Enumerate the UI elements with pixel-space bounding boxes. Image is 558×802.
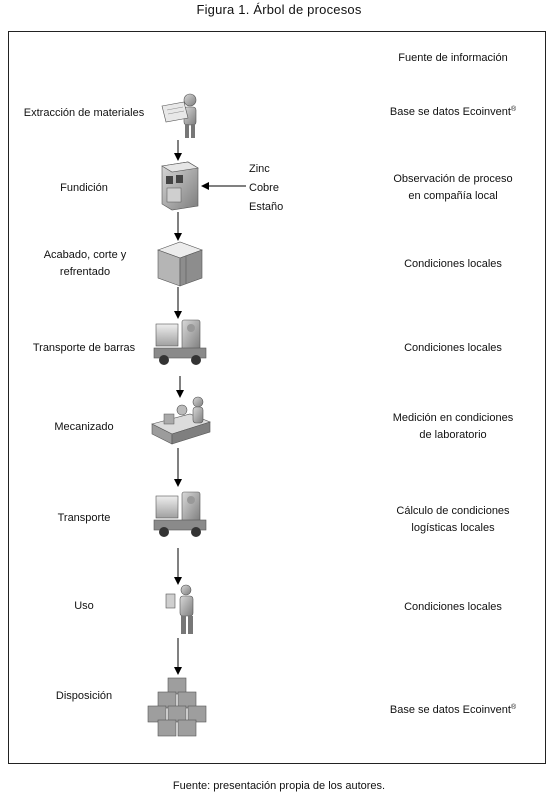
- process-label-extraccion: Extracción de materiales: [23, 107, 145, 119]
- source-label-transporte: Cálculo de condiciones logísticas locale…: [396, 505, 510, 534]
- source-label-transporte-barras: Condiciones locales: [404, 342, 502, 354]
- diagram-frame: [8, 31, 546, 764]
- source-label-fundicion: Observación de proceso en compañía local: [393, 173, 513, 202]
- process-label-acabado: Acabado, corte y refrentado: [43, 249, 127, 278]
- forklift-icon: [153, 491, 207, 537]
- user-holding-part-icon: [165, 584, 194, 634]
- source-label-extraccion: Base se datos Ecoinvent®: [389, 106, 517, 118]
- finished-box-icon: [157, 241, 203, 287]
- figure-footer: Fuente: presentación propia de los autor…: [172, 780, 386, 792]
- flow-arrows: [174, 140, 246, 675]
- input-estano: Estaño: [249, 201, 284, 213]
- fundicion-inputs: Zinc Cobre Estaño: [249, 160, 283, 217]
- input-zinc: Zinc: [249, 163, 270, 175]
- process-label-mecanizado: Mecanizado: [54, 421, 114, 433]
- input-cobre: Cobre: [249, 182, 279, 194]
- machining-workstation-icon: [151, 396, 211, 445]
- worker-with-blueprint-icon: [161, 93, 197, 138]
- process-label-uso: Uso: [74, 600, 94, 612]
- stacked-boxes-icon: [147, 677, 207, 737]
- process-label-transporte: Transporte: [57, 512, 111, 524]
- process-label-transporte-barras: Transporte de barras: [32, 342, 136, 354]
- process-label-fundicion: Fundición: [60, 182, 108, 194]
- figure-title: Figura 1. Árbol de procesos: [196, 2, 362, 17]
- source-label-acabado: Condiciones locales: [404, 258, 502, 270]
- source-label-uso: Condiciones locales: [404, 601, 502, 613]
- forklift-icon: [153, 319, 207, 365]
- process-label-disposicion: Disposición: [55, 690, 113, 702]
- source-label-mecanizado: Medición en condiciones de laboratorio: [392, 412, 514, 441]
- source-label-disposicion: Base se datos Ecoinvent®: [389, 704, 517, 716]
- source-column-header: Fuente de información: [398, 52, 508, 64]
- foundry-machine-icon: [161, 161, 199, 211]
